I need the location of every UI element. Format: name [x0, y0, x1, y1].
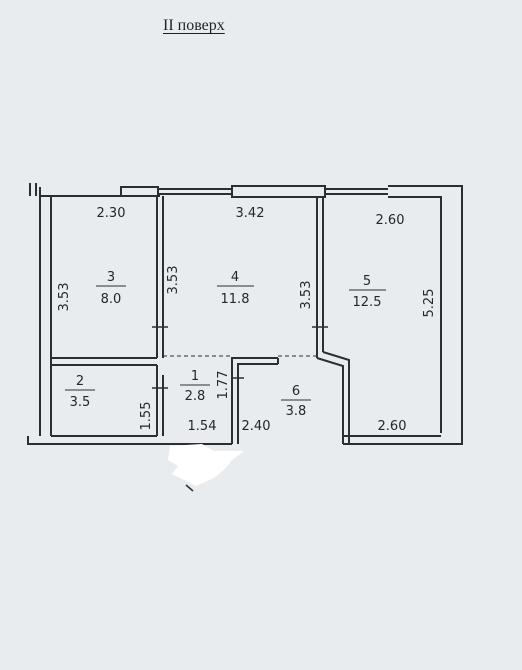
room-3-number: 3: [107, 270, 115, 285]
room-1-area: 2.8: [185, 389, 206, 404]
room-1-number: 1: [191, 369, 199, 384]
dim-room3-width: 2.30: [97, 206, 126, 221]
room-4-number: 4: [231, 270, 239, 285]
dim-room5-height: 5.25: [422, 289, 437, 318]
room-3-area: 8.0: [101, 292, 122, 307]
wall-6: [231, 357, 278, 444]
room-6-number: 6: [292, 384, 300, 399]
floor-title: II поверх: [163, 17, 225, 34]
walls: [27, 183, 463, 445]
dim-room4-left-height: 3.53: [166, 266, 181, 295]
room-4-area: 11.8: [221, 292, 250, 307]
dim-room5-width-top: 2.60: [376, 213, 405, 228]
room-6-area: 3.8: [286, 404, 307, 419]
dim-room5-width-bottom: 2.60: [378, 419, 407, 434]
dim-hall-height: 1.77: [216, 371, 231, 400]
room-2-number: 2: [76, 374, 84, 389]
room-5-area: 12.5: [353, 295, 382, 310]
door-ticks: [152, 326, 328, 389]
room-2-area: 3.5: [70, 395, 91, 410]
wall-bottom-left: [27, 436, 232, 445]
dim-room4-right-height: 3.53: [299, 281, 314, 310]
entrance-tick: [185, 484, 194, 492]
room-5-number: 5: [363, 274, 371, 289]
wall-pillar-2: [231, 185, 326, 198]
dim-hall-width: 1.54: [188, 419, 217, 434]
wall-top-left: [39, 187, 160, 197]
dim-room3-height: 3.53: [57, 283, 72, 312]
wall-right: [343, 185, 463, 445]
dim-room4-width: 3.42: [236, 206, 265, 221]
wall-pillar-1: [120, 186, 159, 197]
dim-room2-height: 1.55: [139, 402, 154, 431]
dim-room6-width: 2.40: [242, 419, 271, 434]
redaction-mark: [168, 444, 244, 486]
